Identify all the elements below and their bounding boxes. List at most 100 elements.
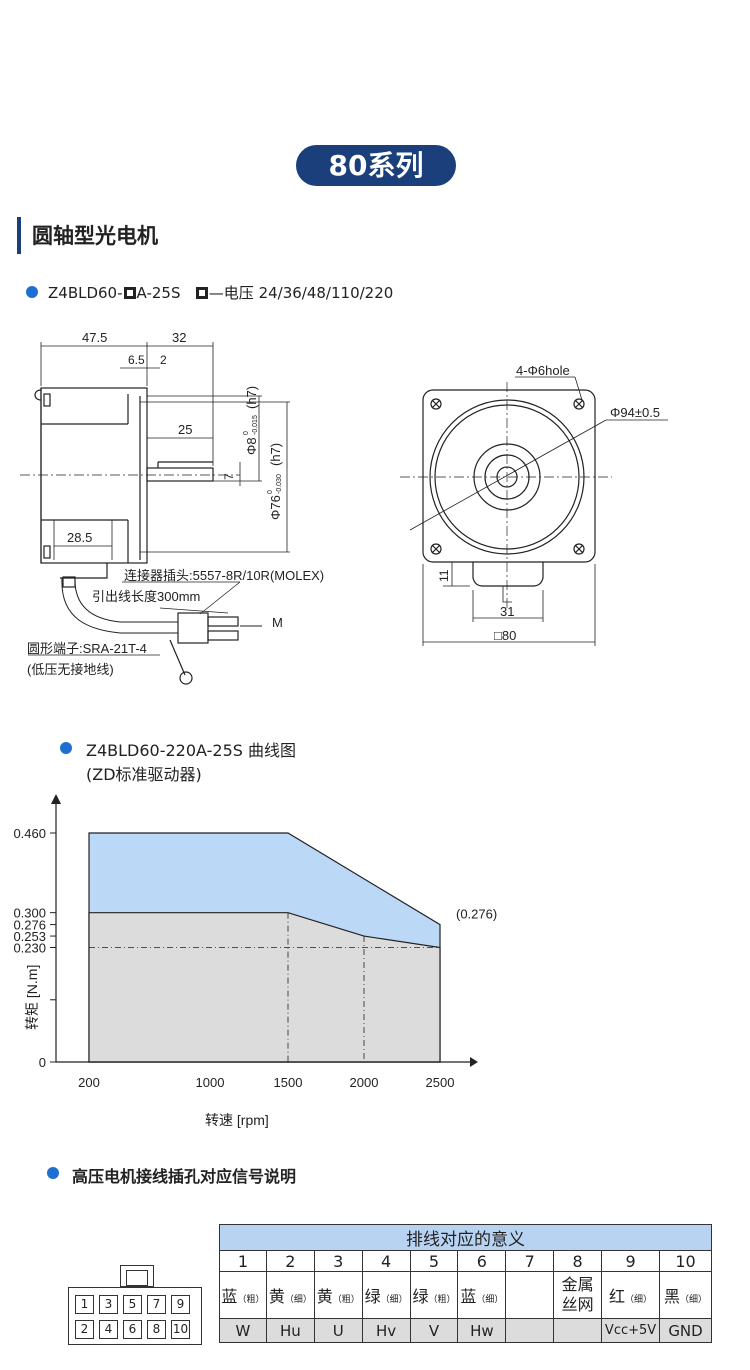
x-tick-label: 2500 — [426, 1075, 455, 1090]
wire-color-text: 黄 — [316, 1287, 333, 1306]
model-suffix: A-25S — [136, 284, 181, 302]
x-tick-label: 2000 — [350, 1075, 379, 1090]
wire-color-text: 红 — [609, 1287, 626, 1306]
signal-cell: GND — [659, 1318, 712, 1343]
pin-number-cell: 3 — [313, 1250, 363, 1272]
lead-length-label: 引出线长度300mm — [92, 589, 200, 604]
y-tick-label: 0.460 — [13, 826, 46, 841]
wire-gauge-text: （粗） — [428, 1295, 456, 1305]
wire-color-text: 蓝 — [460, 1287, 477, 1306]
table-row: 蓝（粗）黄（细）黄（粗）绿（细）绿（粗）蓝（细）金属丝网红（细）黑（细） — [219, 1271, 712, 1319]
dim-7-label: 7 — [222, 473, 236, 480]
series-badge: 80系列 — [296, 145, 456, 186]
wire-color-cell: 绿（细） — [361, 1271, 411, 1319]
dim-32-label: 32 — [172, 330, 186, 345]
pilot-fit-label: (h7) — [268, 443, 283, 466]
shaft-tol-bottom: -0.015 — [252, 415, 259, 435]
wire-gauge-text: （粗） — [237, 1295, 265, 1305]
model-line: Z4BLD60- A-25S —电压 24/36/48/110/220 — [48, 282, 393, 303]
pilot-tol-bottom: -0.030 — [276, 474, 283, 494]
bullet-icon — [26, 286, 38, 298]
signal-cell: U — [313, 1318, 363, 1343]
y-axis-label: 转矩 [N.m] — [24, 965, 40, 1030]
placeholder-square-icon — [195, 287, 208, 299]
connector-pin: 5 — [123, 1295, 142, 1314]
wire-color-cell: 蓝（细） — [457, 1271, 507, 1319]
wire-color-text: 金属丝网 — [561, 1275, 594, 1314]
wire-color-text: 绿 — [364, 1287, 381, 1306]
terminal-note: (低压无接地线) — [27, 662, 114, 677]
bullet-icon — [47, 1167, 59, 1179]
signal-cell: Vcc+5V — [601, 1318, 661, 1343]
wire-gauge-text: （细） — [680, 1295, 708, 1305]
wire-color-text: 黄 — [268, 1287, 285, 1306]
x-tick-label: 1500 — [274, 1075, 303, 1090]
pin-number-cell: 8 — [553, 1250, 603, 1272]
shaft-outline — [146, 467, 214, 482]
pin-number-cell: 2 — [265, 1250, 315, 1272]
pin-number-cell: 6 — [457, 1250, 507, 1272]
wire-gauge-text: （细） — [284, 1295, 312, 1305]
wire-gauge-text: （细） — [380, 1295, 408, 1305]
wire-color-cell: 绿（粗） — [409, 1271, 459, 1319]
hole-label: 4-Φ6hole — [516, 363, 570, 378]
pilot-dia-label: Φ76 — [268, 495, 283, 520]
connector-pin: 9 — [171, 1295, 190, 1314]
y-tick-label: 0 — [39, 1055, 46, 1070]
dim-28-5-label: 28.5 — [67, 530, 92, 545]
y-tick-label: 0.253 — [13, 929, 46, 944]
wire-color-text: 黑 — [664, 1287, 681, 1306]
signal-cell: V — [409, 1318, 459, 1343]
front-flange-outline — [422, 389, 596, 563]
dim-80-label: □80 — [494, 628, 516, 643]
model-prefix: Z4BLD60- — [48, 284, 123, 302]
wiring-title: 高压电机接线插孔对应信号说明 — [72, 1167, 297, 1186]
dim-11-label: 11 — [437, 569, 451, 582]
y-tick-label: 0.300 — [13, 906, 46, 921]
signal-cell — [505, 1318, 555, 1343]
wire-color-text: 绿 — [412, 1287, 429, 1306]
table-header: 排线对应的意义 — [219, 1224, 712, 1251]
section-title: 圆轴型光电机 — [32, 224, 158, 248]
motor-body-outline — [40, 387, 148, 564]
connector-label: 连接器插头:5557-8R/10R(MOLEX) — [124, 568, 324, 583]
signal-cell: Hv — [361, 1318, 411, 1343]
y-axis-arrow-icon — [51, 794, 61, 804]
dim-6-5-label: 6.5 — [128, 353, 145, 367]
wire-color-cell: 黄（细） — [265, 1271, 315, 1319]
pilot-tol-top: 0 — [267, 490, 274, 494]
wire-gauge-text: （细） — [476, 1295, 504, 1305]
chart-title-line1: Z4BLD60-220A-25S 曲线图 — [86, 741, 296, 760]
chart-annotation: (0.276) — [456, 907, 497, 922]
wire-gauge-text: （粗） — [332, 1295, 360, 1305]
pin-number-cell: 9 — [601, 1250, 661, 1272]
wire-color-cell: 蓝（粗） — [219, 1271, 267, 1319]
pin-number-cell: 5 — [409, 1250, 459, 1272]
x-tick-label: 1000 — [196, 1075, 225, 1090]
dim-2-label: 2 — [160, 353, 167, 367]
pin-number-cell: 7 — [505, 1250, 555, 1272]
bullet-icon — [60, 742, 72, 754]
wire-color-text: 蓝 — [221, 1287, 238, 1306]
signal-cell: Hu — [265, 1318, 315, 1343]
x-tick-label: 200 — [78, 1075, 100, 1090]
chart-title: Z4BLD60-220A-25S 曲线图 (ZD标准驱动器) — [86, 739, 296, 787]
shaft-tol-top: 0 — [243, 431, 250, 435]
connector-pin: 3 — [99, 1295, 118, 1314]
signal-cell: Hw — [457, 1318, 507, 1343]
wire-color-cell: 红（细） — [601, 1271, 661, 1319]
connector-pin: 2 — [75, 1320, 94, 1339]
voltage-note: —电压 24/36/48/110/220 — [208, 284, 394, 302]
pcd-label: Φ94±0.5 — [610, 405, 660, 420]
connector-pin: 7 — [147, 1295, 166, 1314]
terminal-label: 圆形端子:SRA-21T-4 — [27, 641, 147, 656]
pin-number-cell: 4 — [361, 1250, 411, 1272]
wire-color-cell: 黑（细） — [659, 1271, 712, 1319]
signal-cell — [553, 1318, 603, 1343]
shaft-dia-label: Φ8 — [244, 437, 259, 455]
